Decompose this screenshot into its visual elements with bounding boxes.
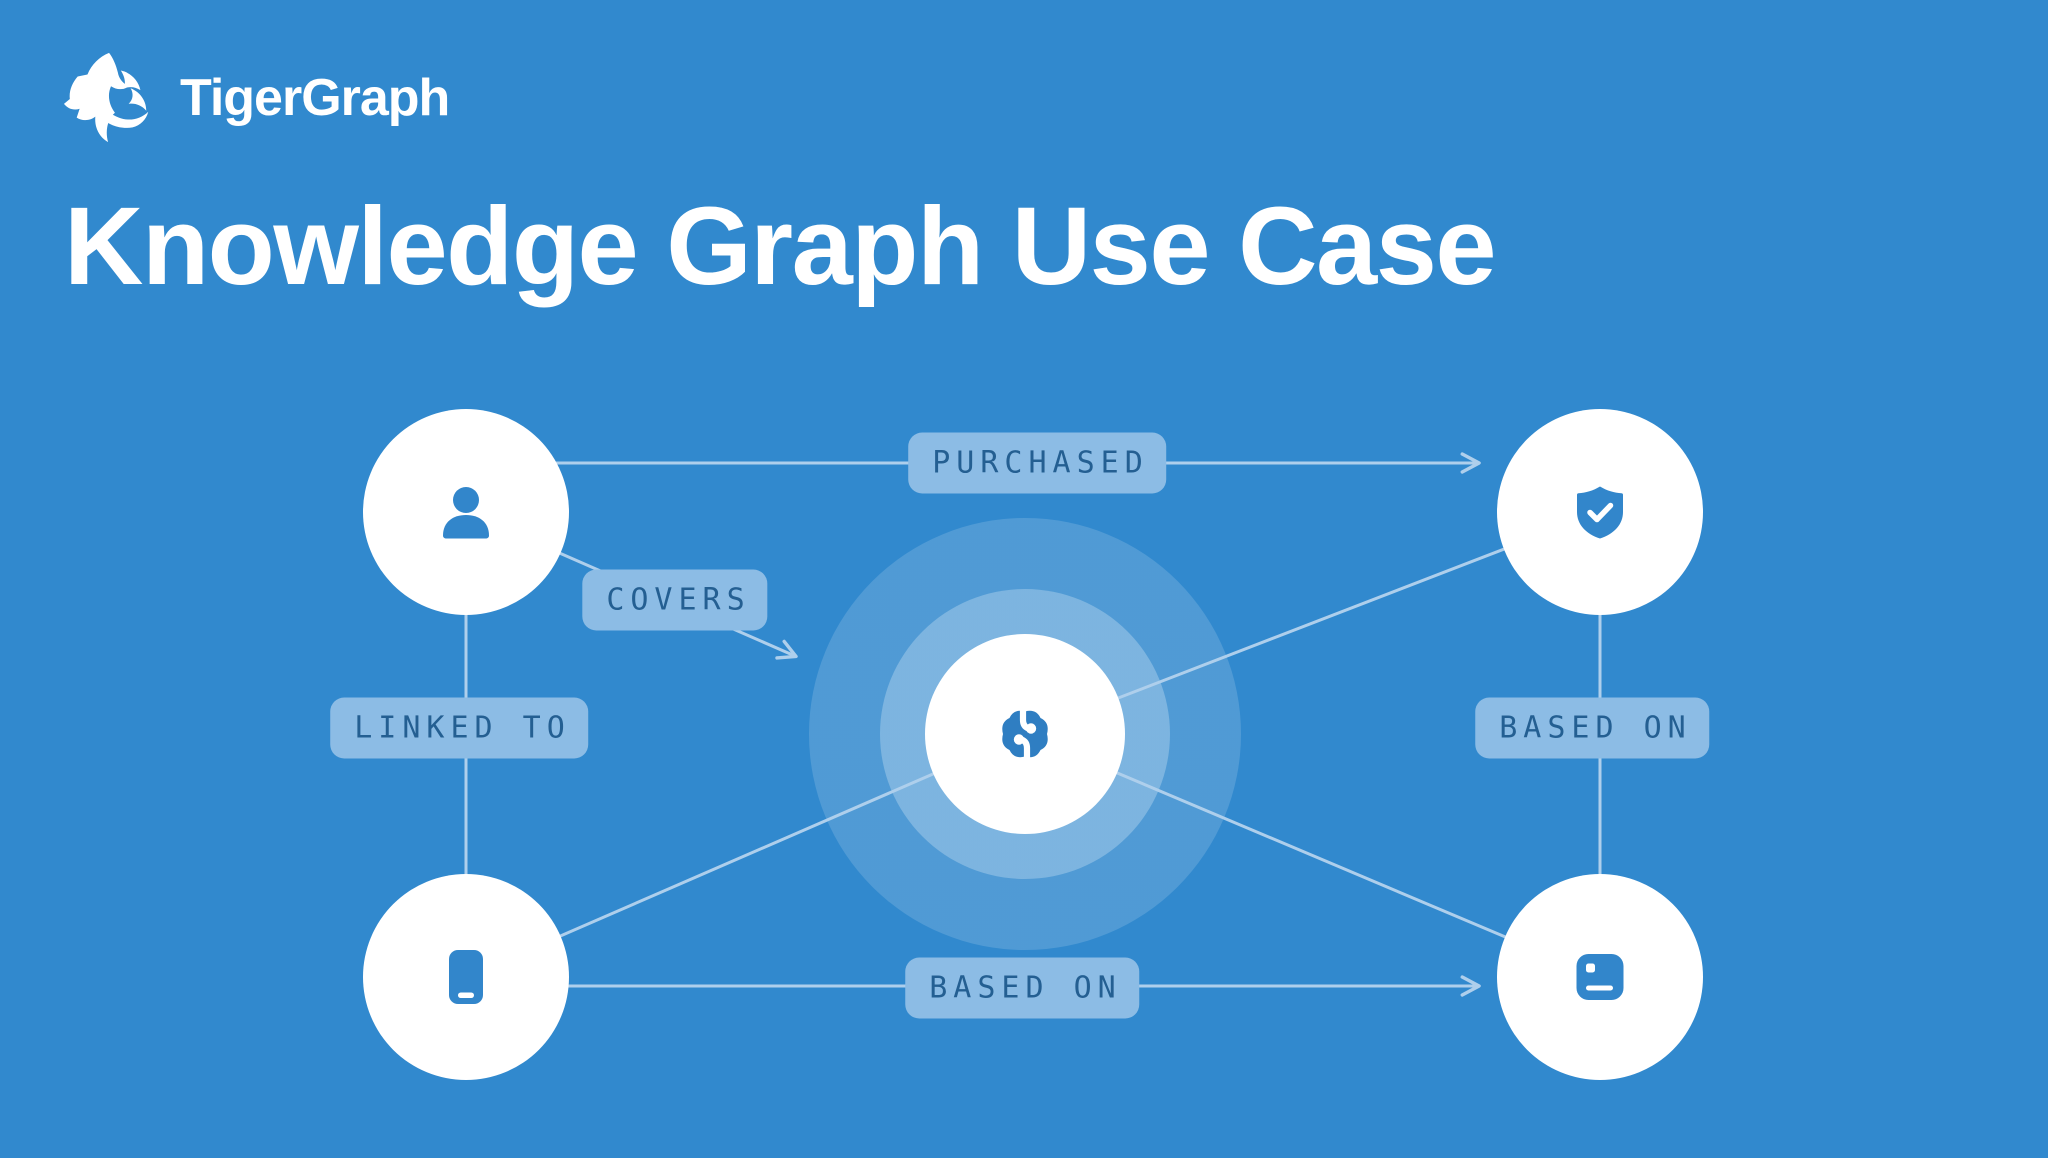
brand-name: TigerGraph xyxy=(180,69,450,127)
edge-label-based-on-bottom: BASED ON xyxy=(905,957,1139,1019)
person-icon xyxy=(443,487,489,539)
node-brain-hub xyxy=(925,634,1125,834)
page-title: Knowledge Graph Use Case xyxy=(64,185,1497,308)
node-person xyxy=(363,409,569,615)
edge-label-based-on-right: BASED ON xyxy=(1475,697,1709,759)
tiger-logo-icon xyxy=(63,52,149,143)
node-card xyxy=(1497,874,1703,1080)
card-icon xyxy=(1576,954,1624,1000)
phone-icon xyxy=(449,950,483,1004)
edge-label-purchased: PURCHASED xyxy=(908,432,1166,494)
node-shield xyxy=(1497,409,1703,615)
edge-label-covers: COVERS xyxy=(582,569,768,631)
node-phone xyxy=(363,874,569,1080)
brand-logo: TigerGraph xyxy=(62,48,450,148)
edge-label-linked-to: LINKED TO xyxy=(330,697,588,759)
shield-check-icon xyxy=(1577,486,1623,539)
brain-icon xyxy=(1002,707,1048,761)
